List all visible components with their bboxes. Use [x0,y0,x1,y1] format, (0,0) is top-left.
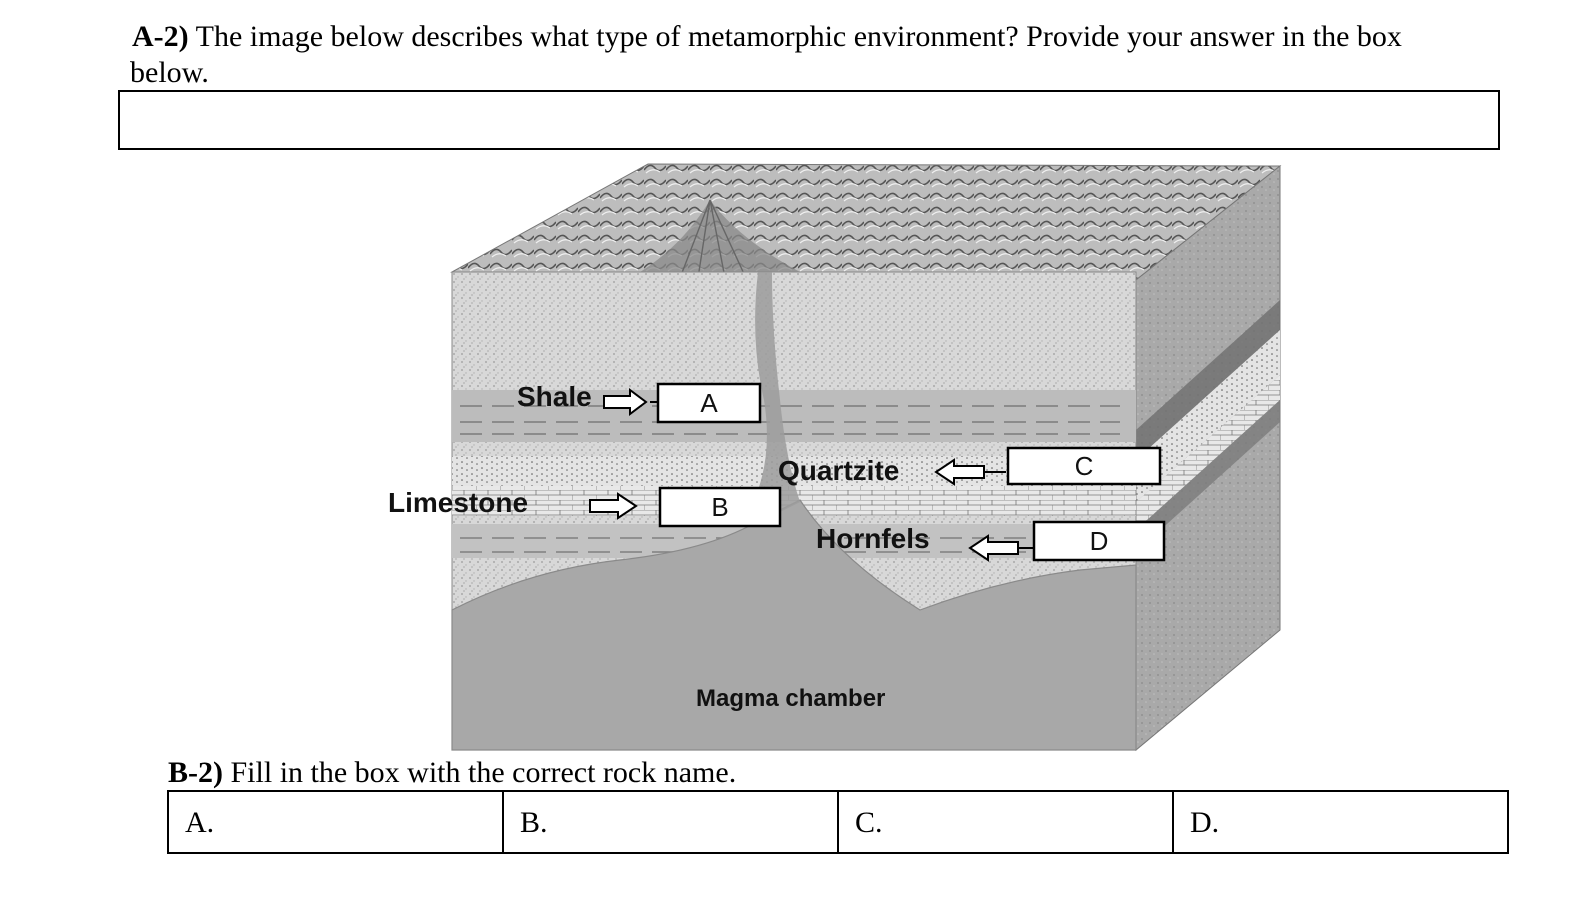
label-box-b[interactable] [658,486,782,528]
arrow-limestone [589,492,638,520]
label-box-d[interactable] [1032,520,1166,562]
block-diagram-figure: A B C D Shale Limestone Quartzite Hornfe… [380,160,1300,760]
magma-conduit [755,272,800,522]
right-face-sandstone-layer [1136,330,1280,502]
right-face-limestone-layer [1136,375,1280,530]
label-hornfels: Hornfels [816,523,930,554]
box-c-letter: C [1075,451,1094,481]
arrow-hornfels [968,534,1019,562]
answer-cell-b-label: B. [520,806,548,839]
answer-cell-a[interactable]: A. [169,792,504,852]
answer-cell-a-label: A. [185,806,215,839]
label-box-a[interactable] [656,382,762,424]
answer-cell-c-label: C. [855,806,883,839]
volcano-cone [630,200,800,278]
block-diagram-svg: A B C D Shale Limestone Quartzite Hornfe… [388,163,1282,752]
question-b-label: B-2) [168,756,223,789]
answer-table: A. B. C. D. [167,790,1509,854]
label-quartzite: Quartzite [778,455,899,486]
label-box-c[interactable] [1006,446,1162,486]
question-a-line-1: A-2) The image below describes what type… [132,20,1402,54]
right-face-shale-layer [1136,300,1280,460]
answer-cell-b[interactable]: B. [504,792,839,852]
answer-cell-c[interactable]: C. [839,792,1174,852]
question-b: B-2) Fill in the box with the correct ro… [168,756,736,790]
label-shale: Shale [517,381,592,412]
answer-cell-d[interactable]: D. [1174,792,1507,852]
terrain-top-face [450,163,1282,281]
box-a-letter: A [700,388,718,418]
box-b-letter: B [711,492,728,522]
volcano-strata [679,199,746,279]
question-b-text: Fill in the box with the correct rock na… [223,756,737,789]
answer-box-environment[interactable] [118,90,1500,150]
magma-chamber-shape [451,499,1137,751]
front-shale-lines [460,405,1120,435]
label-magma-chamber: Magma chamber [696,685,885,712]
question-a-label: A-2) [132,20,189,53]
arrow-shale [603,388,648,416]
question-a-text: The image below describes what type of m… [188,20,1402,53]
arrow-quartzite [934,458,985,486]
right-face-shale-lower [1136,400,1280,552]
label-limestone: Limestone [388,487,528,518]
box-d-letter: D [1090,526,1109,556]
question-a-line-2: below. [130,56,209,89]
answer-cell-d-label: D. [1190,806,1220,839]
